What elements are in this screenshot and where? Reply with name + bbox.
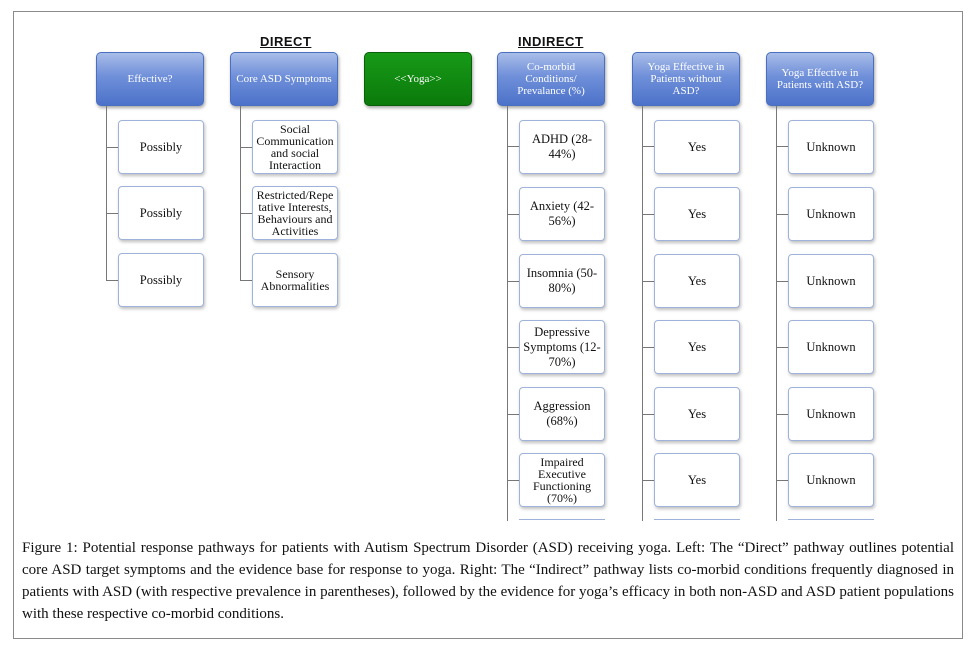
- cropped-box-edge: [788, 519, 874, 522]
- without-asd-item: Yes: [654, 387, 740, 441]
- direct-label: DIRECT: [260, 34, 312, 49]
- connector-trunk: [240, 106, 241, 280]
- connector-branch: [642, 414, 654, 415]
- effective-item: Possibly: [118, 253, 204, 307]
- with-asd-item: Unknown: [788, 387, 874, 441]
- without-asd-item: Yes: [654, 453, 740, 507]
- connector-branch: [776, 281, 788, 282]
- connector-branch: [507, 146, 519, 147]
- connector-branch: [642, 214, 654, 215]
- core-symptom-item: Social Communication and social Interact…: [252, 120, 338, 174]
- comorbid-item: Insomnia (50-80%): [519, 254, 605, 308]
- connector-branch: [776, 414, 788, 415]
- cropped-box-edge: [654, 519, 740, 522]
- effective-item: Possibly: [118, 120, 204, 174]
- with-asd-item: Unknown: [788, 453, 874, 507]
- indirect-label: INDIRECT: [518, 34, 584, 49]
- header-comorbid-conditions: Co-morbid Conditions/ Prevalance (%): [497, 52, 605, 106]
- figure-label: Figure 1: [22, 540, 74, 556]
- connector-branch: [507, 480, 519, 481]
- connector-branch: [642, 146, 654, 147]
- connector-branch: [240, 147, 252, 148]
- connector-trunk: [106, 106, 107, 280]
- connector-trunk: [507, 106, 508, 521]
- connector-branch: [106, 213, 118, 214]
- comorbid-item: Anxiety (42-56%): [519, 187, 605, 241]
- header-yoga: <<Yoga>>: [364, 52, 472, 106]
- without-asd-item: Yes: [654, 120, 740, 174]
- connector-branch: [776, 480, 788, 481]
- without-asd-item: Yes: [654, 254, 740, 308]
- connector-branch: [240, 280, 252, 281]
- with-asd-item: Unknown: [788, 254, 874, 308]
- caption-text: : Potential response pathways for patien…: [22, 540, 954, 622]
- connector-branch: [507, 281, 519, 282]
- core-symptom-item: Restricted/Repe tative Interests, Behavi…: [252, 186, 338, 240]
- header-effective: Effective?: [96, 52, 204, 106]
- core-symptom-item: Sensory Abnormalities: [252, 253, 338, 307]
- connector-branch: [776, 214, 788, 215]
- connector-branch: [106, 147, 118, 148]
- effective-item: Possibly: [118, 186, 204, 240]
- connector-branch: [642, 347, 654, 348]
- connector-branch: [642, 480, 654, 481]
- connector-branch: [776, 347, 788, 348]
- comorbid-item: ADHD (28-44%): [519, 120, 605, 174]
- comorbid-item: Impaired Executive Functioning (70%): [519, 453, 605, 507]
- header-yoga-effective-without-asd: Yoga Effective in Patients without ASD?: [632, 52, 740, 106]
- with-asd-item: Unknown: [788, 320, 874, 374]
- connector-branch: [776, 146, 788, 147]
- with-asd-item: Unknown: [788, 187, 874, 241]
- comorbid-item: Depressive Symptoms (12-70%): [519, 320, 605, 374]
- connector-branch: [507, 414, 519, 415]
- figure-caption: Figure 1: Potential response pathways fo…: [22, 537, 954, 625]
- connector-trunk: [776, 106, 777, 521]
- connector-branch: [106, 280, 118, 281]
- comorbid-item: Aggression (68%): [519, 387, 605, 441]
- connector-branch: [507, 214, 519, 215]
- header-yoga-effective-with-asd: Yoga Effective in Patients with ASD?: [766, 52, 874, 106]
- cropped-box-edge: [519, 519, 605, 522]
- header-core-asd-symptoms: Core ASD Symptoms: [230, 52, 338, 106]
- connector-branch: [642, 281, 654, 282]
- with-asd-item: Unknown: [788, 120, 874, 174]
- without-asd-item: Yes: [654, 187, 740, 241]
- connector-branch: [507, 347, 519, 348]
- without-asd-item: Yes: [654, 320, 740, 374]
- connector-branch: [240, 213, 252, 214]
- connector-trunk: [642, 106, 643, 521]
